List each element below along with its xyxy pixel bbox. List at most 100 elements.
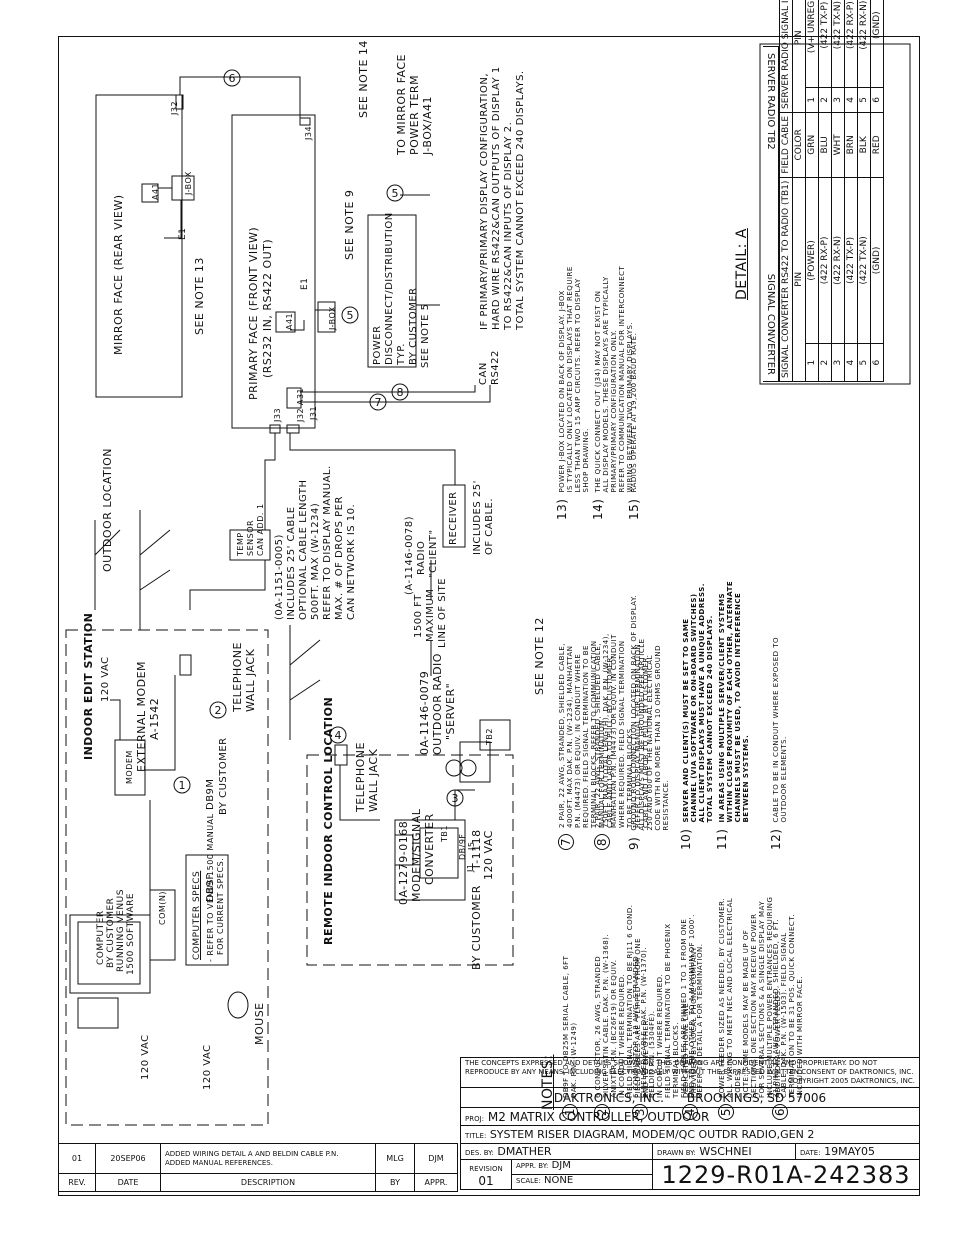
table-cell: (422 RX-P) xyxy=(844,0,858,88)
radio-server-3: "SERVER" xyxy=(444,682,457,740)
table-cell: (V+ UNREG) xyxy=(805,0,819,88)
j34-label: J34 xyxy=(304,125,313,140)
drafter: WSCHNEI xyxy=(699,1145,752,1158)
detail-a-subheader: COLOR xyxy=(792,112,806,178)
title-block-table: THE CONCEPTS EXPRESSED AND DETAILS SHOWN… xyxy=(460,1057,920,1190)
modem-signal-3: CONVERTER xyxy=(423,813,436,885)
detail-a-header: SIGNAL CONVERTER RS422 TO RADIO (TB1) xyxy=(779,177,793,382)
table-cell: 5 xyxy=(857,343,871,382)
rev-number: 01 xyxy=(58,1143,96,1174)
power-term-label: POWER TERM xyxy=(408,74,421,155)
table-cell: 5 xyxy=(857,87,871,113)
note-number: 10) xyxy=(679,828,693,850)
receiver-label-1: RECEIVER xyxy=(448,491,459,545)
detail-a-left-caption: SIGNAL CONVERTER xyxy=(765,273,776,375)
temp-part-6: MAX. # OF DROPS PER xyxy=(334,496,345,620)
table-cell: (422 TX-P) xyxy=(844,177,858,344)
vac-monitor-label: 120 VAC xyxy=(140,1034,151,1080)
note-number: 8 xyxy=(594,834,610,850)
note-text: RADIOS OPERATE AT 19,200 BAUD RATE. xyxy=(630,332,638,493)
tb2-label: TB2 xyxy=(485,728,494,745)
temp-sensor-box xyxy=(229,529,271,561)
j31-label: J31 xyxy=(309,405,318,420)
receiver-box xyxy=(442,484,466,548)
note-number: 14) xyxy=(591,498,605,520)
primary-note-1: IF PRIMARY/PRIMARY DISPLAY CONFIGURATION… xyxy=(479,72,490,330)
note-10: 10)SERVER AND CLIENT(S) MUST BE SET TO S… xyxy=(679,583,714,850)
note-number: 15) xyxy=(627,498,641,520)
to-mirror-face-label: TO MIRROR FACE xyxy=(395,54,408,155)
see-note-13-label: SEE NOTE 13 xyxy=(193,257,206,335)
table-cell: BRN xyxy=(844,112,858,178)
rev-appr: DJM xyxy=(414,1143,458,1174)
table-cell: (422 RX-P) xyxy=(818,177,832,344)
table-cell: 2 xyxy=(818,87,832,113)
table-cell: 4 xyxy=(844,343,858,382)
svg-text:5: 5 xyxy=(347,309,354,322)
external-modem-label-1: EXTERNAL MODEM xyxy=(135,660,148,772)
table-cell: BLU xyxy=(818,112,832,178)
table-cell: 4 xyxy=(844,87,858,113)
note-text: THE QUICK CONNECT OUT (J34) MAY NOT EXIS… xyxy=(594,265,634,493)
table-cell: (422 TX-N) xyxy=(831,0,845,88)
revision-header: BY xyxy=(375,1173,415,1192)
temp-part-2: INCLUDES 25' CABLE xyxy=(286,506,297,620)
mouse-label: MOUSE xyxy=(253,1002,266,1045)
drawing-sheet xyxy=(58,36,920,1196)
computer-label-3: RUNNING VENUS xyxy=(116,889,126,972)
appr-label: APPR. BY: xyxy=(516,1162,549,1170)
modem-signal-2: MODEM/SIGNAL xyxy=(410,808,423,902)
temp-part-7: CAN NETWORK IS 10. xyxy=(346,503,357,620)
note-number: 11) xyxy=(715,828,729,850)
a31-label: A31 xyxy=(296,387,305,405)
telephone-label-1: TELEPHONE xyxy=(231,642,244,712)
note-number: 7 xyxy=(558,834,574,850)
temp-sensor-label-3: CAN ADD. 1 xyxy=(256,503,265,556)
computer-label-2: BY CUSTOMER xyxy=(106,897,116,968)
table-cell: WHT xyxy=(831,112,845,178)
see-note-9-label: SEE NOTE 9 xyxy=(343,189,356,260)
temp-part-3: OPTIONAL CABLE LENGTH xyxy=(298,479,309,620)
detail-a-subheader: PIN xyxy=(792,0,806,113)
table-cell: (POWER) xyxy=(805,177,819,344)
rev-by: MLG xyxy=(375,1143,415,1174)
revision-header: DESCRIPTION xyxy=(160,1173,376,1192)
modem-label: MODEM xyxy=(125,750,134,784)
mirror-face-label: MIRROR FACE (REAR VIEW) xyxy=(112,194,125,355)
revision-header: REV. xyxy=(58,1173,96,1192)
table-cell: BLK xyxy=(857,112,871,178)
note-14: 14) THE QUICK CONNECT OUT (J34) MAY NOT E… xyxy=(591,265,634,520)
temp-sensor-label-2: SENSOR xyxy=(246,519,255,556)
modem-box xyxy=(114,739,146,796)
table-cell: 1 xyxy=(805,343,819,382)
temp-part-4: 500FT. MAX (W-1234) xyxy=(310,502,321,620)
typ-label: TYP. xyxy=(396,343,407,365)
radio-server-2: OUTDOOR RADIO xyxy=(431,653,444,755)
detail-a-header: FIELD CABLE xyxy=(779,112,793,178)
approver: DJM xyxy=(551,1160,571,1171)
revision-number: 01 xyxy=(478,1173,494,1188)
computer-specs-2: FOR CURRENT SPECS. xyxy=(216,857,225,955)
wall-jack-label-2: WALL JACK xyxy=(367,748,380,812)
table-cell: GRN xyxy=(805,112,819,178)
see-note-5-label: SEE NOTE 5 xyxy=(420,303,431,368)
drawing-date: 19MAY05 xyxy=(824,1145,875,1158)
table-cell: (GND) xyxy=(870,0,884,88)
note-12: 12)CABLE TO BE IN CONDUIT WHERE EXPOSED … xyxy=(769,637,788,850)
detail-a-subheader: PIN xyxy=(792,177,806,382)
table-cell: (GND) xyxy=(870,177,884,344)
svg-text:8: 8 xyxy=(397,386,404,399)
table-cell: RED xyxy=(870,112,884,178)
jbox-primary-label: J-BOX xyxy=(328,306,337,330)
note-number: 9) xyxy=(627,836,641,850)
project-name: M2 MATRIX CONTROLLER, OUTDOOR xyxy=(487,1109,710,1124)
revision-header: APPR. xyxy=(414,1173,458,1192)
scale-value: NONE xyxy=(544,1175,574,1186)
